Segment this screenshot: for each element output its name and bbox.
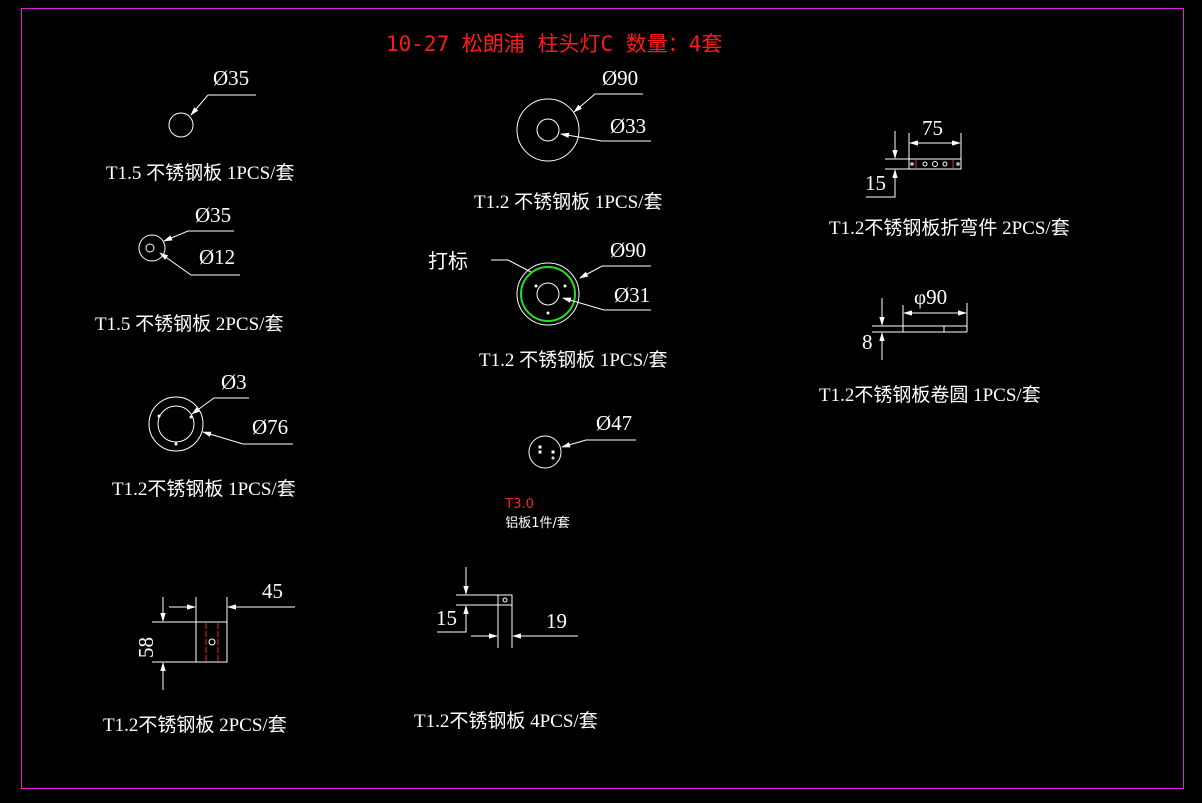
part-7-hole (923, 162, 927, 166)
part-3-hole (190, 416, 192, 418)
part-3-leader-outer (202, 432, 293, 444)
part-5-caption: T1.2 不锈钢板 1PCS/套 (479, 350, 668, 371)
part-6-leader (561, 440, 636, 447)
part-2-dim-outer: Ø35 (195, 203, 232, 227)
part-7-dim-width: 15 (865, 171, 886, 195)
part-6-caption-row: T3.0 铝板1件/套 (497, 482, 570, 531)
part-5-geometry (491, 260, 651, 325)
part-5-hole (547, 312, 549, 314)
part-2-outer-circle (139, 235, 165, 261)
part-5-hole (564, 285, 566, 287)
part-2-leader-inner (159, 252, 240, 275)
part-5-inner-circle (537, 283, 559, 305)
part-4-dim-inner: Ø33 (610, 114, 647, 138)
part-2-dim-inner: Ø12 (199, 245, 236, 269)
part-4-geometry (517, 94, 651, 161)
part-5-hole (535, 285, 537, 287)
part-9-caption: T1.2不锈钢板 2PCS/套 (103, 715, 287, 736)
part-4-leader-outer (573, 94, 643, 113)
part-6-hole (539, 446, 541, 448)
part-7-hole (943, 162, 947, 166)
part-5-marking-circle (521, 267, 575, 321)
part-4-dim-outer: Ø90 (602, 66, 639, 90)
part-8-dim-width: 8 (862, 330, 873, 354)
part-9-plate (196, 622, 227, 662)
part-1-geometry (169, 95, 256, 137)
part-6-dim-diameter: Ø47 (596, 411, 633, 435)
part-3-hole (175, 443, 177, 445)
part-7-hole (911, 163, 913, 165)
part-1-leader (190, 95, 256, 116)
part-5-marking-label: 打标 (428, 251, 468, 273)
part-4-outer-circle (517, 99, 579, 161)
part-3-caption: T1.2不锈钢板 1PCS/套 (112, 479, 296, 500)
part-7-caption: T1.2不锈钢板折弯件 2PCS/套 (829, 218, 1070, 239)
part-1-circle (169, 113, 193, 137)
part-7-hole (933, 162, 938, 167)
part-5-label-leader (491, 260, 531, 272)
part-10-dim-width: 19 (546, 609, 567, 633)
part-6-circle (529, 436, 561, 468)
part-4-inner-circle (537, 119, 559, 141)
drawing-frame (21, 8, 1184, 789)
part-9-hole (209, 639, 215, 645)
part-3-dim-hole: Ø3 (221, 370, 247, 394)
part-2-inner-circle (146, 244, 154, 252)
part-3-dim-outer: Ø76 (252, 415, 289, 439)
part-10-dim-thickness: 15 (436, 606, 457, 630)
part-3-inner-circle (158, 406, 194, 442)
drawing-title: 10-27 松朗浦 柱头灯C 数量：4套 (386, 32, 723, 56)
part-8-dim-diameter: φ90 (914, 285, 948, 309)
part-6-caption: 铝板1件/套 (505, 516, 570, 531)
part-9-dim-width: 45 (262, 579, 283, 603)
part-7-geometry (866, 131, 961, 197)
part-3-geometry (149, 397, 293, 451)
part-4-caption: T1.2 不锈钢板 1PCS/套 (474, 192, 663, 213)
part-9-dim-height: 58 (134, 637, 158, 658)
part-5-dim-outer: Ø90 (610, 238, 647, 262)
part-6-hole (539, 451, 541, 453)
part-5-dim-inner: Ø31 (614, 283, 651, 307)
part-9-geometry (152, 597, 295, 690)
part-3-hole (158, 415, 160, 417)
part-6-hole (552, 451, 554, 453)
part-2-caption: T1.5 不锈钢板 2PCS/套 (95, 314, 284, 335)
part-7-hole (957, 163, 959, 165)
part-6-hole (552, 457, 554, 459)
part-2-leader-outer (163, 231, 234, 241)
part-6-geometry (529, 436, 636, 468)
part-4-leader-inner (560, 132, 651, 141)
part-5-outer-circle (517, 263, 579, 325)
part-10-caption: T1.2不锈钢板 4PCS/套 (414, 711, 598, 732)
part-7-dim-length: 75 (922, 116, 943, 140)
part-10-geometry (437, 567, 578, 648)
part-6-thickness: T3.0 (505, 497, 534, 512)
part-10-tab (498, 595, 512, 605)
part-7-strip (909, 159, 961, 169)
part-1-dim-diameter: Ø35 (213, 66, 250, 90)
part-5-leader-inner (562, 298, 651, 310)
part-5-leader-outer (579, 266, 651, 278)
part-7-dim-15-bottom (866, 169, 898, 197)
part-3-outer-circle (149, 397, 203, 451)
part-2-geometry (139, 231, 240, 275)
part-10-hole (503, 598, 507, 602)
part-8-caption: T1.2不锈钢板卷圆 1PCS/套 (819, 385, 1041, 406)
part-10-dim-15-bottom (437, 605, 469, 632)
part-3-leader-hole (191, 398, 249, 415)
part-8-geometry (872, 298, 967, 360)
part-1-caption: T1.5 不锈钢板 1PCS/套 (106, 163, 295, 184)
